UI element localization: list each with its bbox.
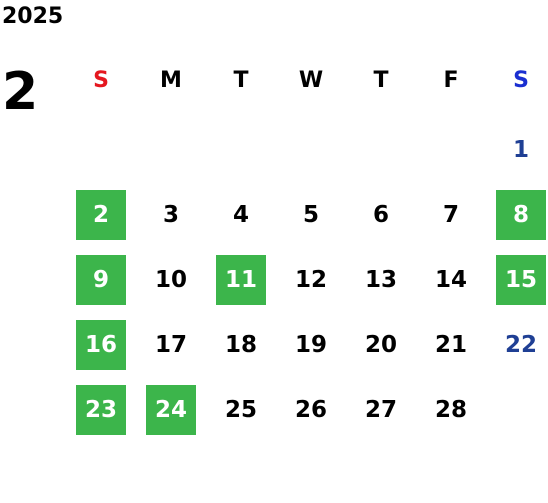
- day-cell[interactable]: 22: [504, 332, 537, 358]
- day-cell[interactable]: 9: [76, 255, 126, 305]
- day-cell[interactable]: 16: [76, 320, 126, 370]
- day-cell[interactable]: 8: [496, 190, 546, 240]
- weekday-saturday: S: [513, 68, 529, 93]
- year-label: 2025: [2, 4, 64, 29]
- weekday-sunday: S: [93, 68, 109, 93]
- day-cell[interactable]: 27: [364, 397, 397, 423]
- day-cell[interactable]: 18: [224, 332, 257, 358]
- day-cell[interactable]: 24: [146, 385, 196, 435]
- day-cell[interactable]: 5: [302, 202, 319, 228]
- day-cell[interactable]: 1: [512, 137, 529, 163]
- day-cell[interactable]: 3: [162, 202, 179, 228]
- day-cell[interactable]: 12: [294, 267, 327, 293]
- day-cell[interactable]: 28: [434, 397, 467, 423]
- weekday-wednesday: W: [298, 68, 324, 93]
- day-cell[interactable]: 17: [154, 332, 187, 358]
- weekday-thursday: T: [373, 68, 389, 93]
- day-cell[interactable]: 15: [496, 255, 546, 305]
- day-cell[interactable]: 20: [364, 332, 397, 358]
- day-cell[interactable]: 4: [232, 202, 249, 228]
- day-cell[interactable]: 7: [442, 202, 459, 228]
- day-cell[interactable]: 19: [294, 332, 327, 358]
- day-cell[interactable]: 23: [76, 385, 126, 435]
- day-cell[interactable]: 26: [294, 397, 327, 423]
- day-cell[interactable]: 6: [372, 202, 389, 228]
- weekday-friday: F: [443, 68, 459, 93]
- day-cell[interactable]: 2: [76, 190, 126, 240]
- day-cell[interactable]: 21: [434, 332, 467, 358]
- day-cell[interactable]: 11: [216, 255, 266, 305]
- day-cell[interactable]: 14: [434, 267, 467, 293]
- weekday-tuesday: T: [233, 68, 249, 93]
- month-number: 2: [2, 62, 39, 122]
- day-cell[interactable]: 13: [364, 267, 397, 293]
- day-cell[interactable]: 10: [154, 267, 187, 293]
- day-cell[interactable]: 25: [224, 397, 257, 423]
- weekday-monday: M: [160, 68, 182, 93]
